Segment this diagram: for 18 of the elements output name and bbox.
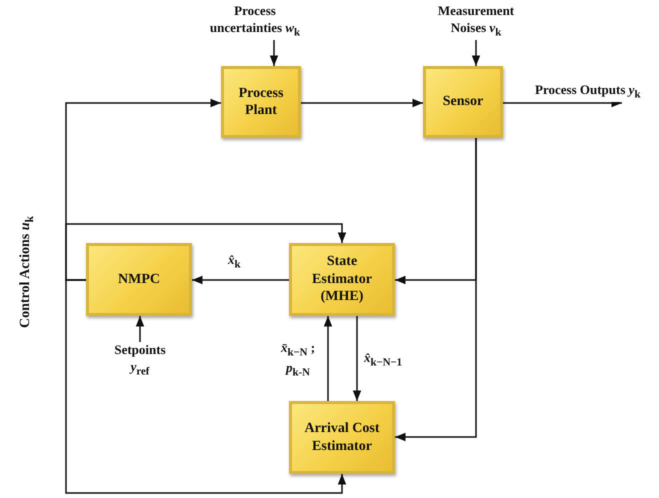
- arrow: [136, 316, 144, 342]
- arrow: [65, 279, 346, 494]
- arrow: [472, 40, 480, 66]
- input-text: Measurement Noises v$_{k}$: [426, 2, 526, 40]
- process-block: Sensor: [423, 66, 503, 138]
- input-text: Setpoints y$_{ref}$: [105, 342, 175, 378]
- arrow: [301, 98, 423, 108]
- arrow: [270, 40, 278, 66]
- arrow: [395, 138, 477, 442]
- process-block: State Estimator (MHE): [289, 243, 395, 316]
- process-block: Arrival Cost Estimator: [289, 401, 395, 474]
- arrow: [65, 223, 346, 281]
- arrow: [324, 316, 332, 401]
- input-text: Process uncertainties w$_{k}$: [200, 2, 310, 40]
- arrow: [352, 316, 362, 401]
- process-block: Process Plant: [221, 66, 301, 138]
- process-block: NMPC: [86, 243, 192, 316]
- arrow: [192, 276, 289, 284]
